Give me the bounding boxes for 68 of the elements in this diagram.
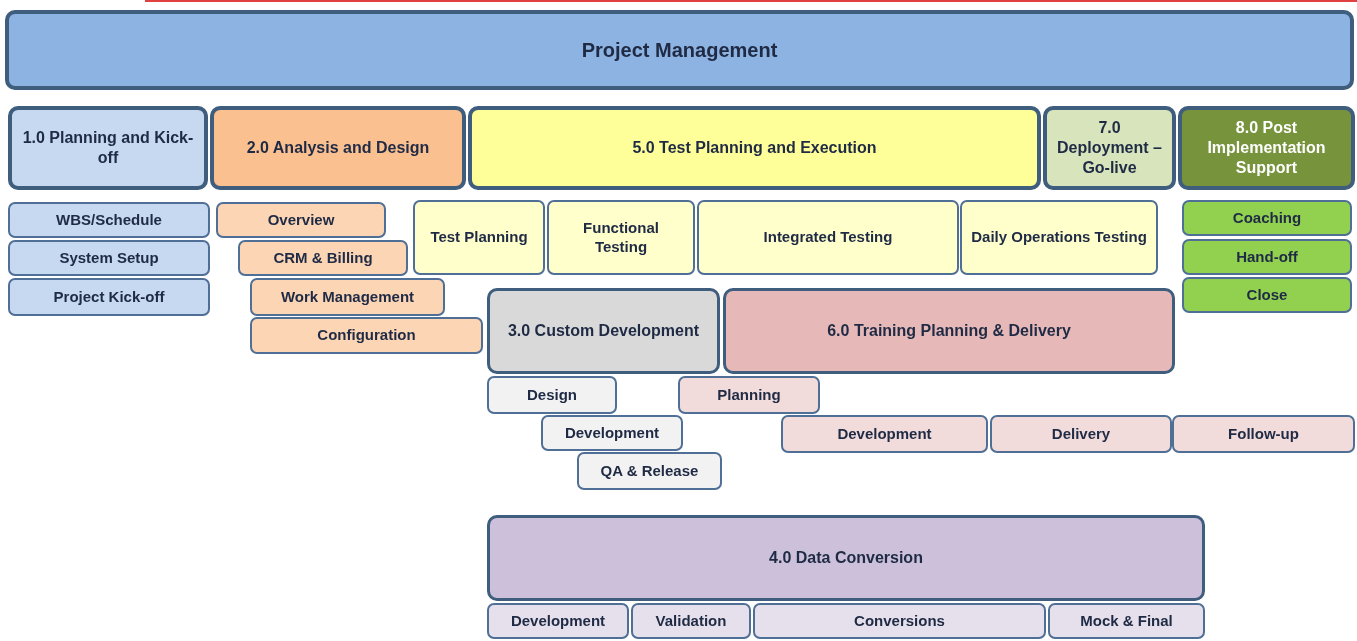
task-box — [487, 376, 617, 414]
task-box — [541, 415, 683, 451]
task-label: System Setup — [59, 248, 159, 268]
task-label: Validation — [655, 611, 727, 631]
task-box — [216, 202, 386, 238]
task-box — [1182, 277, 1352, 313]
task-label: Development — [510, 611, 606, 631]
task-box — [577, 452, 722, 490]
task-box — [8, 202, 210, 238]
phase-box — [8, 106, 208, 190]
task-label: CRM & Billing — [273, 248, 373, 268]
phase-title: 3.0 Custom Development — [507, 321, 700, 341]
task-label: Integrated Testing — [763, 228, 893, 247]
phase-box — [723, 288, 1175, 374]
task-label: Mock & Final — [1080, 611, 1173, 631]
task-label: Development — [564, 423, 660, 443]
phase-box — [210, 106, 466, 190]
task-label: Conversions — [854, 611, 945, 631]
task-label: Design — [527, 385, 577, 405]
task-box — [960, 200, 1158, 275]
task-box — [990, 415, 1172, 453]
phase-title: Project Management — [581, 37, 778, 63]
phase-box — [1178, 106, 1355, 190]
phase-title: 2.0 Analysis and Design — [246, 138, 430, 158]
task-label: Development — [837, 424, 932, 444]
task-box — [413, 200, 545, 275]
task-box — [697, 200, 959, 275]
task-box — [547, 200, 695, 275]
phase-box — [487, 515, 1205, 601]
phase-title: 1.0 Planning and Kick-off — [21, 128, 195, 168]
task-box — [250, 278, 445, 316]
task-box — [487, 603, 629, 639]
task-box — [781, 415, 988, 453]
task-label: Follow-up — [1228, 424, 1299, 444]
task-label: Delivery — [1051, 424, 1111, 444]
task-label: Hand-off — [1236, 247, 1298, 267]
phase-title: 4.0 Data Conversion — [769, 548, 923, 568]
task-label: Overview — [267, 210, 335, 230]
task-box — [250, 317, 483, 354]
phase-title: 6.0 Training Planning & Delivery — [827, 321, 1071, 341]
task-label: WBS/Schedule — [56, 210, 162, 230]
task-box — [631, 603, 751, 639]
task-label: Close — [1246, 285, 1288, 305]
phase-title: 8.0 Post Implementation Support — [1206, 118, 1327, 178]
task-box — [1182, 200, 1352, 236]
phase-box — [487, 288, 720, 374]
phase-box — [5, 10, 1354, 90]
task-label: Functional Testing — [582, 218, 660, 257]
task-label: QA & Release — [600, 461, 699, 481]
task-box — [8, 278, 210, 316]
phase-box — [468, 106, 1041, 190]
phase-title: 5.0 Test Planning and Execution — [632, 138, 877, 158]
task-label: Daily Operations Testing — [971, 228, 1147, 247]
task-label: Coaching — [1232, 208, 1302, 228]
task-box — [1172, 415, 1355, 453]
task-box — [238, 240, 408, 276]
task-label: Configuration — [317, 326, 416, 345]
task-box — [678, 376, 820, 414]
task-box — [1182, 239, 1352, 275]
task-box — [753, 603, 1046, 639]
task-label: Test Planning — [430, 228, 528, 247]
task-label: Work Management — [280, 287, 415, 307]
task-box — [8, 240, 210, 276]
phase-box — [1043, 106, 1176, 190]
task-label: Planning — [717, 385, 781, 405]
task-box — [1048, 603, 1205, 639]
phase-title: 7.0 Deployment – Go-live — [1056, 118, 1163, 178]
task-label: Project Kick-off — [53, 287, 165, 307]
